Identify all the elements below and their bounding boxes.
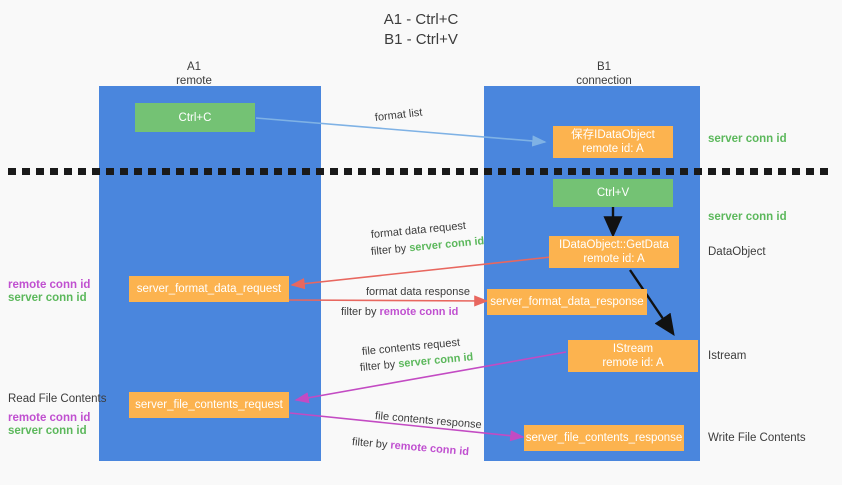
- label-dataobject: DataObject: [708, 246, 766, 258]
- label-remote-conn-id-1: remote conn id: [8, 279, 91, 291]
- node-save-idataobject-line2: remote id: A: [582, 143, 644, 155]
- filter-value-4: remote conn id: [389, 439, 470, 459]
- title-line-1: A1 - Ctrl+C: [383, 11, 459, 28]
- node-server-file-contents-request-line1: server_file_contents_request: [135, 399, 283, 411]
- column-b1-name: B1: [596, 61, 612, 73]
- node-ctrl-c-line1: Ctrl+C: [178, 111, 212, 124]
- filter-prefix-2: filter by: [341, 306, 380, 318]
- filter-prefix-4: filter by: [351, 436, 391, 452]
- label-write-file-contents: Write File Contents: [708, 432, 806, 444]
- label-server-conn-id-top: server conn id: [708, 133, 787, 145]
- node-istream-line2: remote id: A: [602, 357, 664, 369]
- node-ctrl-c[interactable]: Ctrl+C: [135, 103, 255, 132]
- node-istream[interactable]: IStream remote id: A: [568, 340, 698, 372]
- node-server-file-contents-response[interactable]: server_file_contents_response: [524, 425, 684, 451]
- page-title: A1 - Ctrl+C B1 - Ctrl+V: [0, 10, 842, 50]
- node-idataobject-getdata-line2: remote id: A: [583, 253, 645, 265]
- node-server-file-contents-response-line1: server_file_contents_response: [525, 432, 683, 444]
- node-save-idataobject-line1: 保存IDataObject: [571, 129, 655, 141]
- label-server-conn-id-mid: server conn id: [708, 211, 787, 223]
- column-header-b1: B1 connection: [540, 60, 668, 88]
- filter-prefix-1: filter by: [370, 242, 410, 258]
- column-header-a1: A1 remote: [130, 60, 258, 88]
- title-line-2: B1 - Ctrl+V: [384, 31, 458, 48]
- filter-prefix-3: filter by: [359, 358, 399, 374]
- node-idataobject-getdata[interactable]: IDataObject::GetData remote id: A: [549, 236, 679, 268]
- node-idataobject-getdata-line1: IDataObject::GetData: [559, 239, 669, 251]
- node-server-format-data-response-line1: server_format_data_response: [490, 296, 644, 308]
- node-istream-line1: IStream: [612, 343, 654, 355]
- column-b1-sub: connection: [576, 75, 632, 87]
- filter-value-2: remote conn id: [379, 306, 459, 318]
- column-a1-sub: remote: [176, 75, 212, 87]
- label-server-conn-id-2: server conn id: [8, 425, 87, 437]
- edge-label-format-list: format list: [374, 106, 424, 124]
- node-server-file-contents-request[interactable]: server_file_contents_request: [129, 392, 289, 418]
- node-server-format-data-response[interactable]: server_format_data_response: [487, 289, 647, 315]
- node-server-format-data-request[interactable]: server_format_data_request: [129, 276, 289, 302]
- column-a1-name: A1: [186, 61, 202, 73]
- node-ctrl-v-line1: Ctrl+V: [596, 187, 630, 199]
- edge-label-format-data-response-filter: filter by remote conn id: [341, 305, 458, 320]
- edge-label-format-data-response: format data response: [366, 286, 470, 298]
- node-server-format-data-request-line1: server_format_data_request: [136, 283, 282, 295]
- phase-divider-dashed-line: [8, 168, 834, 175]
- label-read-file-contents: Read File Contents: [8, 393, 107, 405]
- node-ctrl-v[interactable]: Ctrl+V: [553, 179, 673, 207]
- edge-label-file-contents-response: file contents response: [374, 410, 483, 432]
- node-save-idataobject[interactable]: 保存IDataObject remote id: A: [553, 126, 673, 158]
- label-istream: Istream: [708, 350, 747, 362]
- edge-label-file-contents-response-filter: filter by remote conn id: [351, 435, 470, 460]
- label-remote-conn-id-2: remote conn id: [8, 412, 91, 424]
- label-server-conn-id-1: server conn id: [8, 292, 87, 304]
